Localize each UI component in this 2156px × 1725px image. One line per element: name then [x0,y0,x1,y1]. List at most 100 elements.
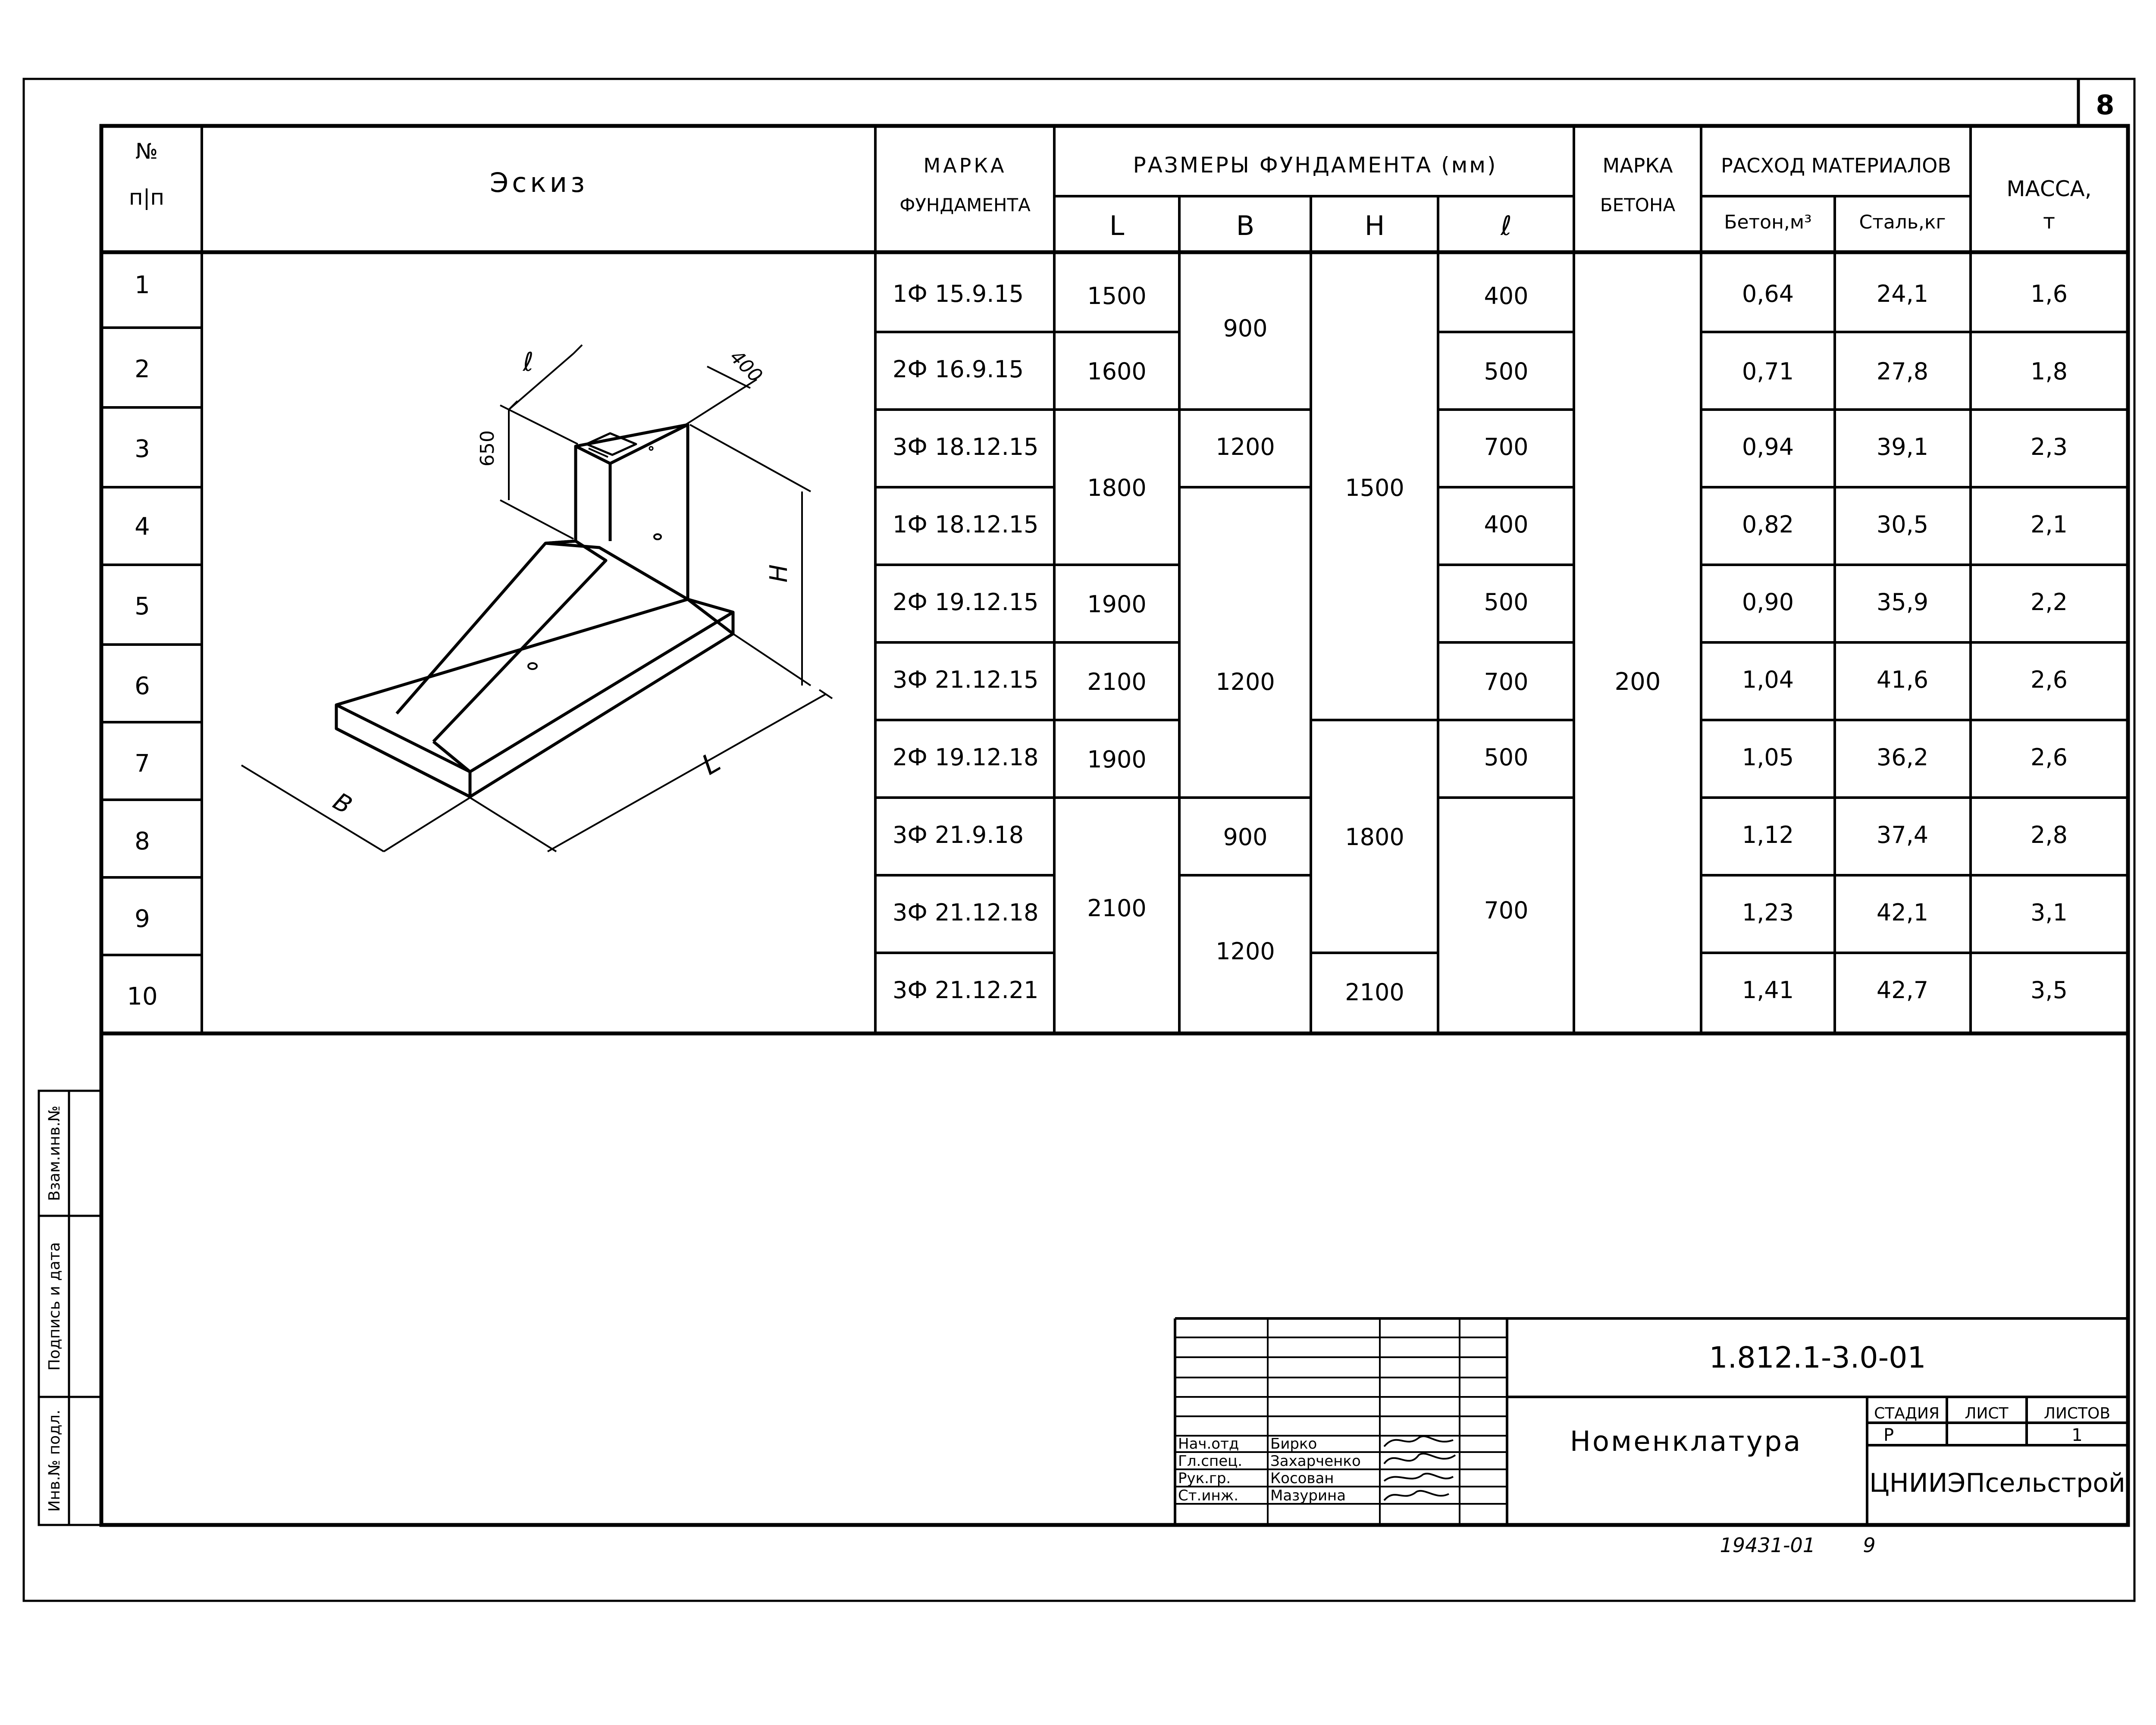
signatures [1383,1435,1456,1501]
sketch-label-l: ℓ [523,347,534,377]
foundation-mark: 3Ф 21.12.18 [893,899,1038,926]
dim-B-value: 900 [1223,823,1267,851]
beton-value: 1,04 [1742,666,1794,693]
foundation-mark: 2Ф 19.12.15 [893,589,1038,616]
foundation-mark: 3Ф 21.12.15 [893,666,1038,693]
row-number: 5 [135,592,150,620]
title-block-text: 1.812.1-3.0-01 Номенклатура СТАДИЯ ЛИСТ … [1178,1341,2125,1504]
header-num-1: № [135,139,158,164]
header-mark-2: ФУНДАМЕНТА [899,194,1031,216]
archive-number: 19431-01 [1720,1534,1815,1557]
drawing-title: Номенклатура [1570,1426,1802,1458]
sheets-label: ЛИСТОВ [2044,1405,2110,1422]
header-beton: Бетон,м³ [1724,211,1811,233]
sketch-label-B: B [328,787,357,820]
row-num-col: 1 2 3 4 5 6 7 8 9 10 [127,271,157,1011]
drawing-code: 1.812.1-3.0-01 [1709,1341,1926,1375]
header-mass-2: т [2043,210,2055,234]
name-3: Косован [1270,1470,1334,1487]
mass-value: 2,1 [2031,511,2068,538]
dim-l-value: 500 [1484,358,1528,385]
foundation-mark: 1Ф 18.12.15 [893,511,1038,538]
dim-l-value: 500 [1484,589,1528,616]
col-beton: 0,64 0,71 0,94 0,82 0,90 1,04 1,05 1,12 … [1742,280,1794,1004]
dim-B-value: 1200 [1216,938,1275,965]
dim-l-value: 700 [1484,668,1528,695]
name-4: Мазурина [1270,1487,1346,1504]
page-number: 9 [1863,1534,1875,1557]
dim-L-value: 1600 [1087,358,1146,385]
header-dim-L: L [1109,210,1125,241]
header-dims: РАЗМЕРЫ ФУНДАМЕНТА (мм) [1133,153,1497,178]
header-dim-B: B [1236,210,1255,241]
title-block [1174,1317,2128,1525]
role-head-dept: Нач.отд [1178,1435,1239,1453]
sketch-dimension-lines [241,344,833,852]
dim-B-value: 900 [1223,315,1267,342]
organization: ЦНИИЭПсельстрой [1869,1468,2125,1498]
header-dim-H: H [1365,210,1385,241]
steel-value: 36,2 [1877,744,1928,771]
mass-value: 2,6 [2031,744,2068,771]
row-number: 6 [135,672,150,700]
header-num-2: п|п [129,185,164,210]
dim-L-value: 1900 [1087,591,1146,618]
foundation-mark: 2Ф 19.12.18 [893,744,1038,771]
foundation-mark: 1Ф 15.9.15 [893,280,1024,307]
sheet-frame [22,78,2136,1602]
foundation-mark: 3Ф 18.12.15 [893,433,1038,460]
steel-value: 35,9 [1877,589,1928,616]
side-stamp-replaced: Взам.инв.№ [46,1105,63,1201]
row-number: 2 [135,355,150,383]
beton-value: 1,12 [1742,821,1794,848]
role-senior-eng: Ст.инж. [1178,1487,1238,1504]
dim-l-value: 700 [1484,897,1528,924]
mass-value: 2,6 [2031,666,2068,693]
header-concrete-2: БЕТОНА [1600,194,1676,216]
mass-value: 1,6 [2031,280,2068,307]
stage-value: Р [1883,1425,1894,1445]
mass-value: 2,3 [2031,433,2068,460]
mass-value: 1,8 [2031,358,2068,385]
steel-value: 37,4 [1877,821,1928,848]
sheet-number: 8 [2096,89,2114,121]
beton-value: 0,94 [1742,433,1794,460]
table-body: 1 2 3 4 5 6 7 8 9 10 1Ф 15.9.15 2Ф 16.9.… [127,271,2068,1011]
steel-value: 42,1 [1877,899,1928,926]
steel-value: 24,1 [1877,280,1928,307]
mass-value: 2,2 [2031,589,2068,616]
dim-H-value: 1500 [1345,474,1404,501]
sketch-label-400: 400 [726,346,767,387]
sketch-labels: ℓ 400 650 H L B [328,346,793,820]
mass-value: 3,1 [2031,899,2068,926]
dim-B-value: 1200 [1216,433,1275,460]
header-materials: РАСХОД МАТЕРИАЛОВ [1721,154,1951,177]
header-dim-l: ℓ [1500,210,1512,241]
col-steel: 24,1 27,8 39,1 30,5 35,9 41,6 36,2 37,4 … [1877,280,1928,1004]
dim-L-value: 1500 [1087,282,1146,310]
mass-value: 2,8 [2031,821,2068,848]
table-grid [101,126,2128,1036]
dim-H-value: 1800 [1345,823,1404,851]
dim-l-value: 700 [1484,433,1528,460]
foundation-sketch [335,423,735,798]
foundation-mark: 3Ф 21.12.21 [893,977,1038,1004]
dim-L-value: 1800 [1087,474,1146,501]
stage-label: СТАДИЯ [1874,1405,1940,1422]
row-number: 10 [127,983,157,1011]
beton-value: 1,05 [1742,744,1794,771]
mass-value: 3,5 [2031,977,2068,1004]
col-B: 900 1200 1200 900 1200 [1216,315,1275,965]
dim-H-value: 2100 [1345,979,1404,1006]
col-l: 400 500 700 400 500 700 500 700 [1484,282,1528,924]
sketch-label-650: 650 [476,430,498,466]
sketch-label-H: H [765,564,793,582]
beton-value: 0,71 [1742,358,1794,385]
steel-value: 41,6 [1877,666,1928,693]
header-mark-1: МАРКА [923,154,1006,177]
row-number: 9 [135,905,150,933]
sheet-label: ЛИСТ [1965,1405,2009,1422]
col-H: 1500 1800 2100 [1345,474,1404,1006]
foundation-mark: 3Ф 21.9.18 [893,821,1024,848]
foundation-mark: 2Ф 16.9.15 [893,356,1024,383]
